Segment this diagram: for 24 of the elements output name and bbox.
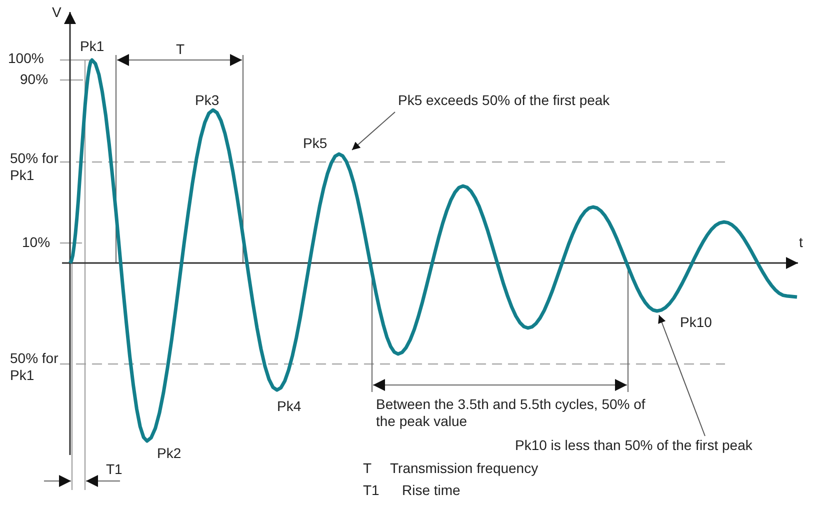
peak-label: Pk10	[680, 314, 712, 331]
tick-label: 90%	[20, 71, 48, 88]
legend-symbol: T1	[363, 482, 380, 499]
leader-arrow	[352, 112, 396, 150]
tick-label: 10%	[22, 234, 50, 251]
peak-label: Pk5	[303, 135, 328, 152]
callout-text: Pk5 exceeds 50% of the first peak	[398, 92, 610, 109]
peak-label: Pk2	[157, 445, 182, 462]
axis-label: t	[799, 234, 803, 251]
peak-label: Pk3	[195, 92, 220, 109]
dimension-label: T1	[106, 461, 122, 478]
tick-label: 100%	[8, 50, 44, 67]
peak-label: Pk4	[277, 398, 302, 415]
tick-label: 50% for Pk1	[10, 150, 60, 184]
dimension-label: Between the 3.5th and 5.5th cycles, 50% of the peak value	[376, 396, 646, 430]
callout-text: Pk10 is less than 50% of the first peak	[515, 437, 752, 454]
peak-label: Pk1	[80, 38, 104, 55]
leader-arrow	[658, 314, 706, 436]
axis-label: V	[52, 4, 62, 21]
legend-symbol: T	[363, 460, 372, 477]
legend-text: Rise time	[402, 482, 460, 499]
legend-text: Transmission frequency	[390, 460, 538, 477]
tick-label: 50% for Pk1	[10, 350, 60, 384]
dimension-label: T	[176, 41, 185, 58]
